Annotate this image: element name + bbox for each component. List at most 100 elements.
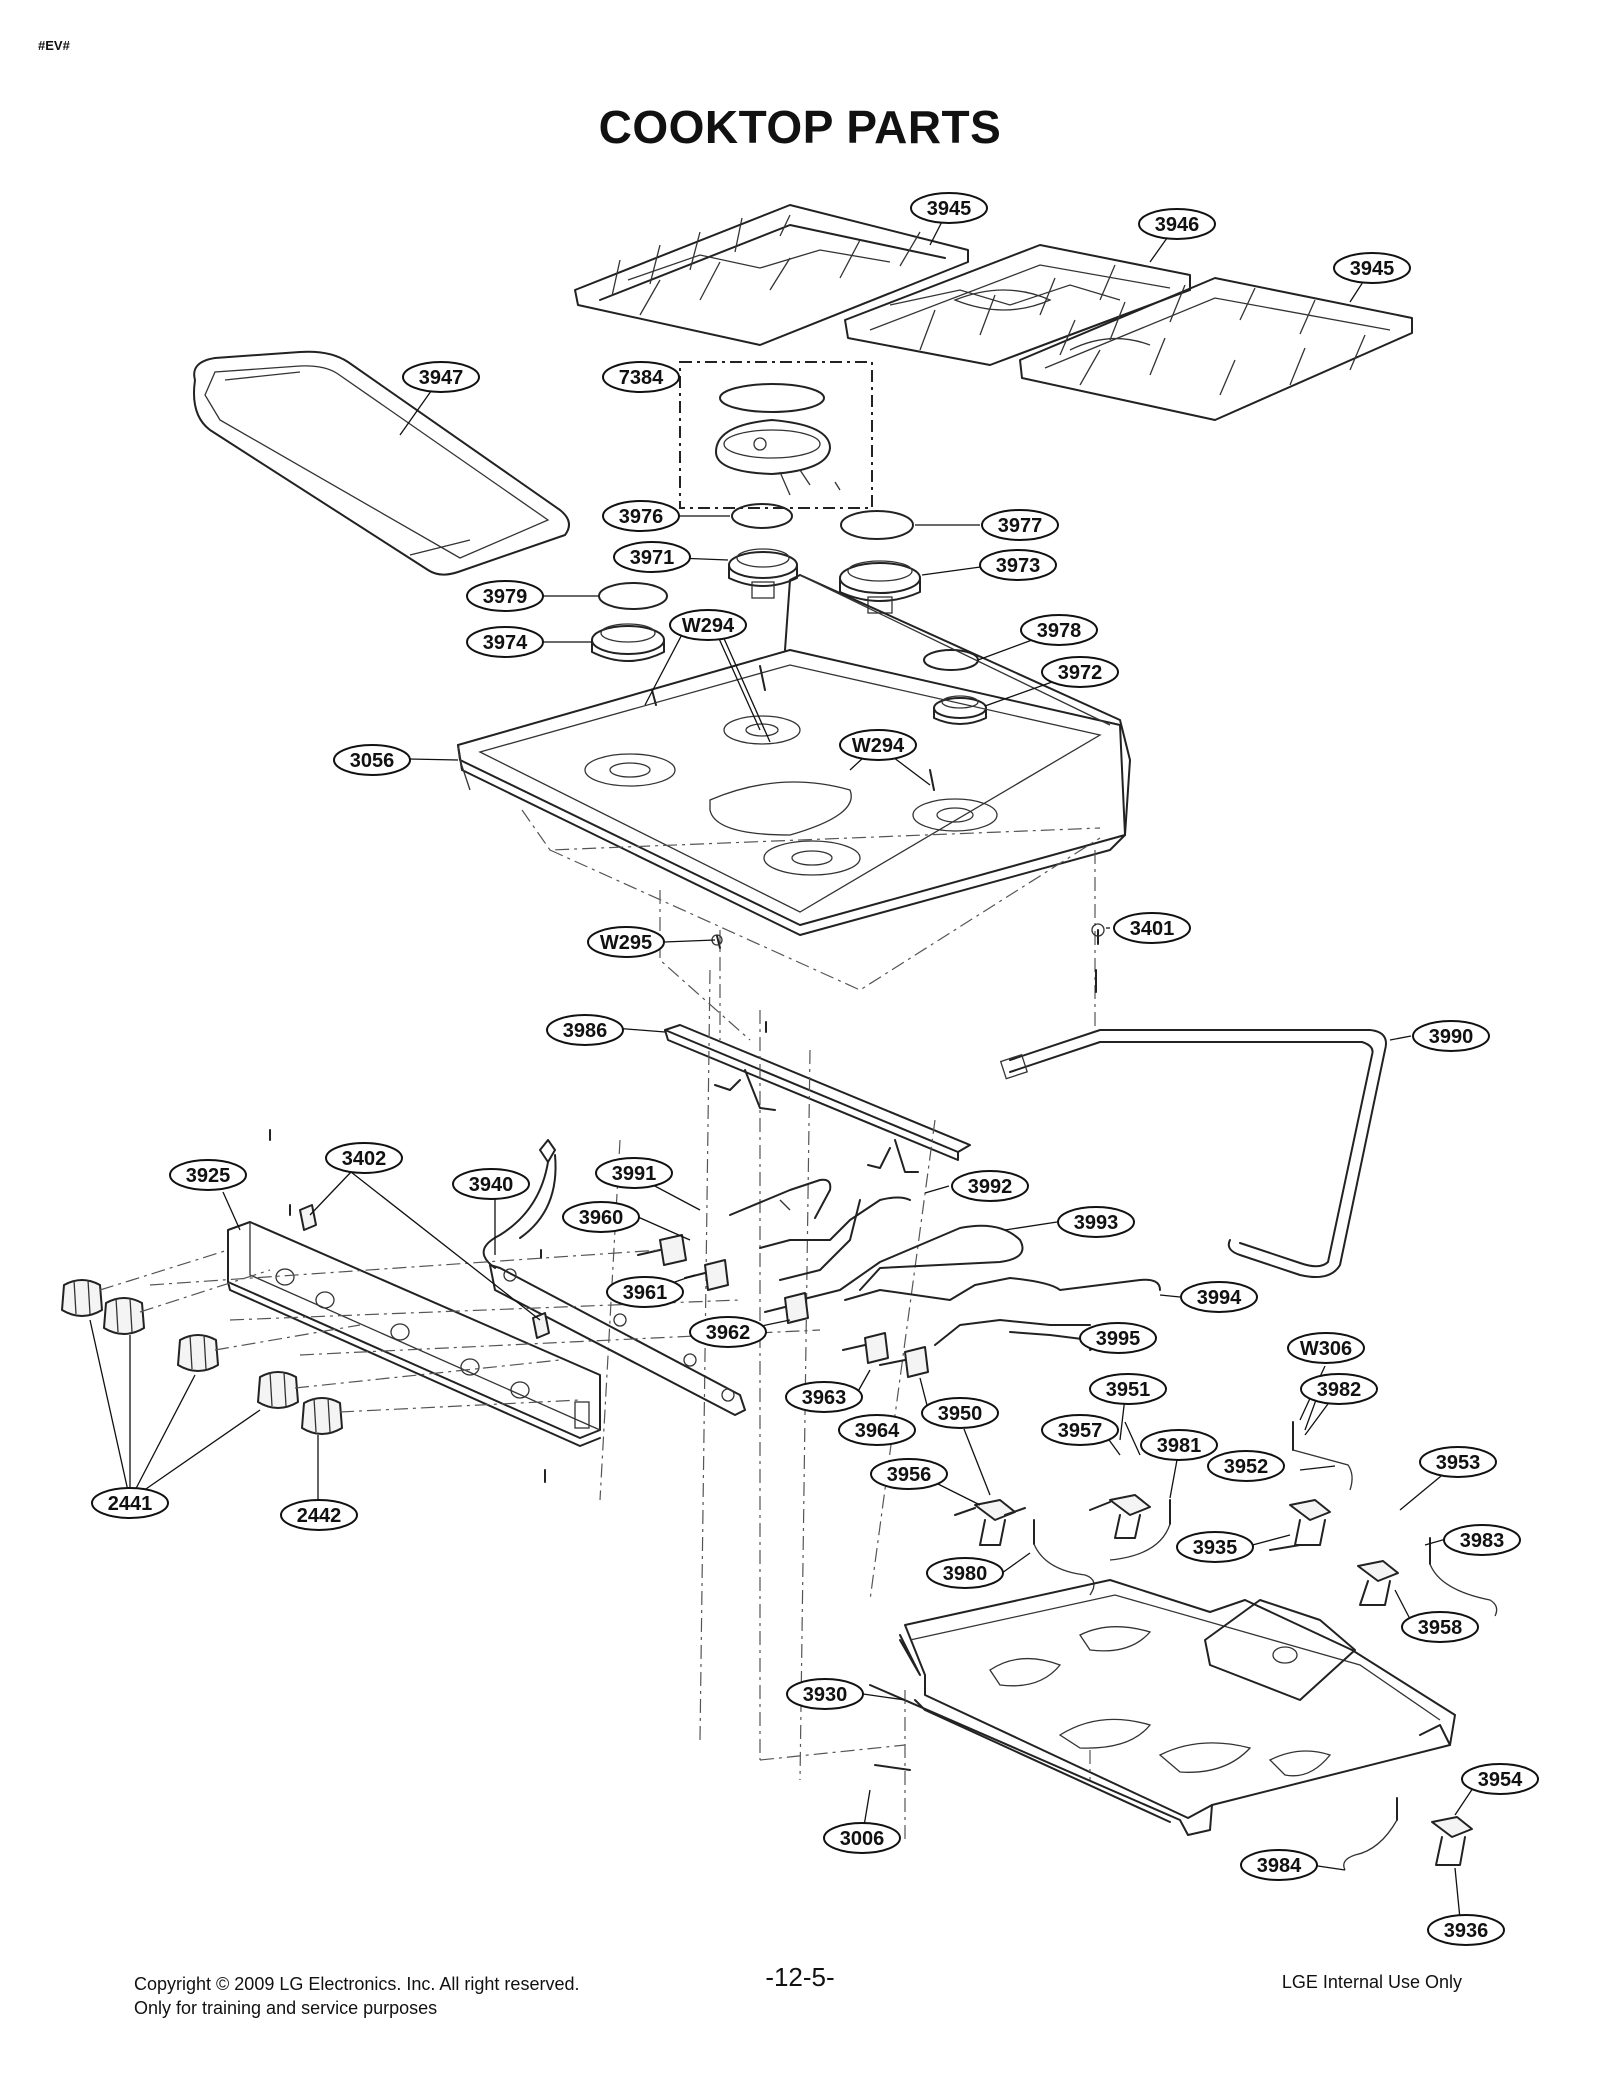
callout-3986: 3986 [546,1014,624,1046]
callout-3945: 3945 [910,192,988,224]
document-tag: #EV# [38,38,70,53]
svg-text:7384: 7384 [619,367,664,389]
copyright-text: Copyright © 2009 LG Electronics. Inc. Al… [134,1974,580,1994]
svg-text:3973: 3973 [996,555,1041,577]
callout-3994: 3994 [1180,1281,1258,1313]
svg-text:3974: 3974 [483,632,528,654]
svg-text:3957: 3957 [1058,1420,1103,1442]
control-knobs [61,1279,343,1435]
svg-text:3945: 3945 [927,198,972,220]
svg-text:2442: 2442 [297,1505,342,1527]
oval-burner-assembly [679,361,873,509]
burner-cap-3979 [598,582,668,610]
svg-text:3056: 3056 [350,750,395,772]
svg-text:3954: 3954 [1478,1769,1523,1791]
svg-text:3981: 3981 [1157,1435,1202,1457]
callout-3930: 3930 [786,1678,864,1710]
svg-text:W295: W295 [600,932,652,954]
svg-text:3980: 3980 [943,1563,988,1585]
callout-3961: 3961 [606,1276,684,1308]
valve-tubes [729,1178,1161,1351]
svg-text:3962: 3962 [706,1322,751,1344]
callout-3973: 3973 [979,549,1057,581]
svg-text:3925: 3925 [186,1165,231,1187]
callout-3006: 3006 [823,1822,901,1854]
training-notice: Only for training and service purposes [134,1998,438,2018]
burner-head-3972 [933,695,987,725]
svg-text:3976: 3976 [619,506,664,528]
svg-text:3984: 3984 [1257,1855,1302,1877]
svg-text:W294: W294 [682,615,735,637]
svg-text:3971: 3971 [630,547,675,569]
callout-3992: 3992 [951,1170,1029,1202]
svg-text:3982: 3982 [1317,1379,1362,1401]
callout-3954: 3954 [1461,1763,1539,1795]
svg-text:3958: 3958 [1418,1617,1463,1639]
svg-text:3006: 3006 [840,1828,885,1850]
callout-3402: 3402 [325,1142,403,1174]
callout-w306: W306 [1287,1332,1365,1364]
svg-text:3402: 3402 [342,1148,387,1170]
callout-3950: 3950 [921,1397,999,1429]
svg-text:3953: 3953 [1436,1452,1481,1474]
svg-text:3992: 3992 [968,1176,1013,1198]
svg-text:3930: 3930 [803,1684,848,1706]
svg-text:3979: 3979 [483,586,528,608]
screws [269,665,1105,1483]
callout-3925: 3925 [169,1159,247,1191]
svg-text:3963: 3963 [802,1387,847,1409]
ignitor-electrodes [1033,1421,1498,1871]
callout-w294: W294 [669,609,747,641]
control-panel [227,1221,601,1447]
svg-text:3972: 3972 [1058,662,1103,684]
callout-3977: 3977 [981,509,1059,541]
callout-3963: 3963 [785,1381,863,1413]
svg-text:3401: 3401 [1130,918,1175,940]
internal-use-notice: LGE Internal Use Only [1281,1972,1462,1992]
burner-box [869,1579,1456,1836]
svg-text:3983: 3983 [1460,1530,1505,1552]
svg-text:3978: 3978 [1037,620,1082,642]
footer-copyright: Copyright © 2009 LG Electronics. Inc. Al… [134,1972,579,2020]
callout-3974: 3974 [466,626,544,658]
burner-head-3971 [728,548,798,599]
page-number: -12-5- [765,1962,835,1992]
svg-text:2441: 2441 [108,1493,153,1515]
grate-left [574,204,969,346]
svg-text:3986: 3986 [563,1020,608,1042]
burner-head-3974 [591,623,665,662]
panel-clips [299,1204,550,1339]
svg-text:3990: 3990 [1429,1026,1474,1048]
grate-right [1019,277,1413,421]
burner-head-3973 [839,560,921,614]
callout-3981: 3981 [1140,1429,1218,1461]
svg-text:3945: 3945 [1350,258,1395,280]
svg-text:3993: 3993 [1074,1212,1119,1234]
callout-3952: 3952 [1207,1450,1285,1482]
svg-text:3964: 3964 [855,1420,900,1442]
callout-3964: 3964 [838,1414,916,1446]
svg-text:3936: 3936 [1444,1920,1489,1942]
callout-3980: 3980 [926,1557,1004,1589]
svg-text:3952: 3952 [1224,1456,1269,1478]
callout-3990: 3990 [1412,1020,1490,1052]
svg-text:3951: 3951 [1106,1379,1151,1401]
callout-3960: 3960 [562,1201,640,1233]
svg-text:3960: 3960 [579,1207,624,1229]
callout-w294: W294 [839,729,917,761]
callout-3945: 3945 [1333,252,1411,284]
callout-3979: 3979 [466,580,544,612]
svg-text:3935: 3935 [1193,1537,1238,1559]
callout-3982: 3982 [1300,1373,1378,1405]
callout-2441: 2441 [91,1487,169,1519]
callout-3976: 3976 [602,500,680,532]
callout-3984: 3984 [1240,1849,1318,1881]
callout-3993: 3993 [1057,1206,1135,1238]
callout-3995: 3995 [1079,1322,1157,1354]
manifold-bracket [664,1024,971,1173]
callout-3983: 3983 [1443,1524,1521,1556]
cooktop [457,574,1131,936]
